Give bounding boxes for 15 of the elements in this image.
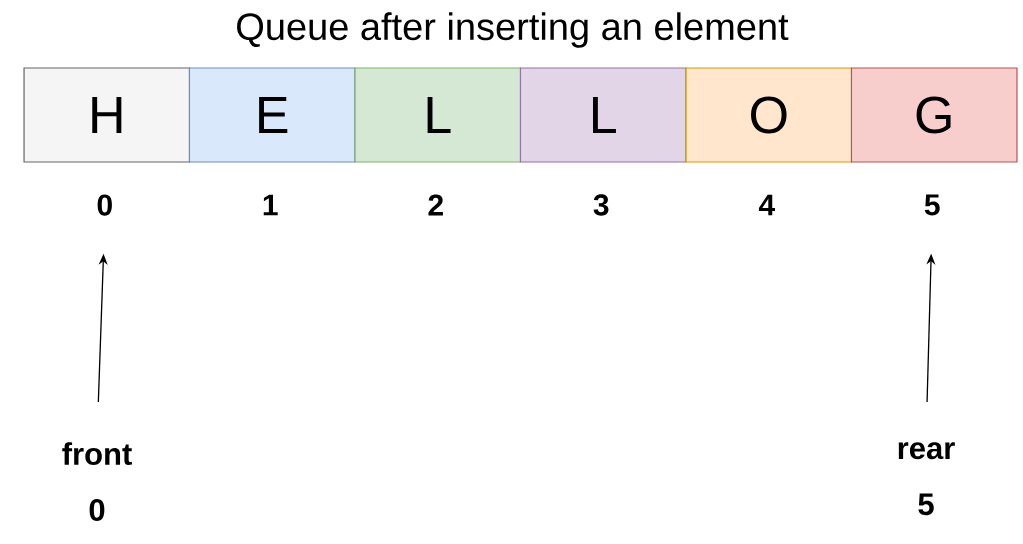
queue-cell: H [23, 67, 191, 163]
pointer-label: rear 5 [898, 442, 955, 516]
index-label: 5 [924, 194, 940, 216]
title: Queue after inserting an element [237, 12, 789, 48]
pointer-label: front 0 [62, 442, 132, 521]
queue-cell: G [850, 67, 1018, 163]
index-label: 4 [758, 194, 775, 216]
queue-cell: O [685, 67, 853, 163]
index-label: 0 [97, 194, 112, 216]
queue-cell: L [354, 67, 522, 163]
index-label: 1 [263, 194, 278, 216]
queue-cell: L [519, 67, 687, 163]
index-label: 2 [428, 194, 443, 216]
queue-cell: E [188, 67, 356, 163]
index-label: 3 [593, 194, 609, 216]
